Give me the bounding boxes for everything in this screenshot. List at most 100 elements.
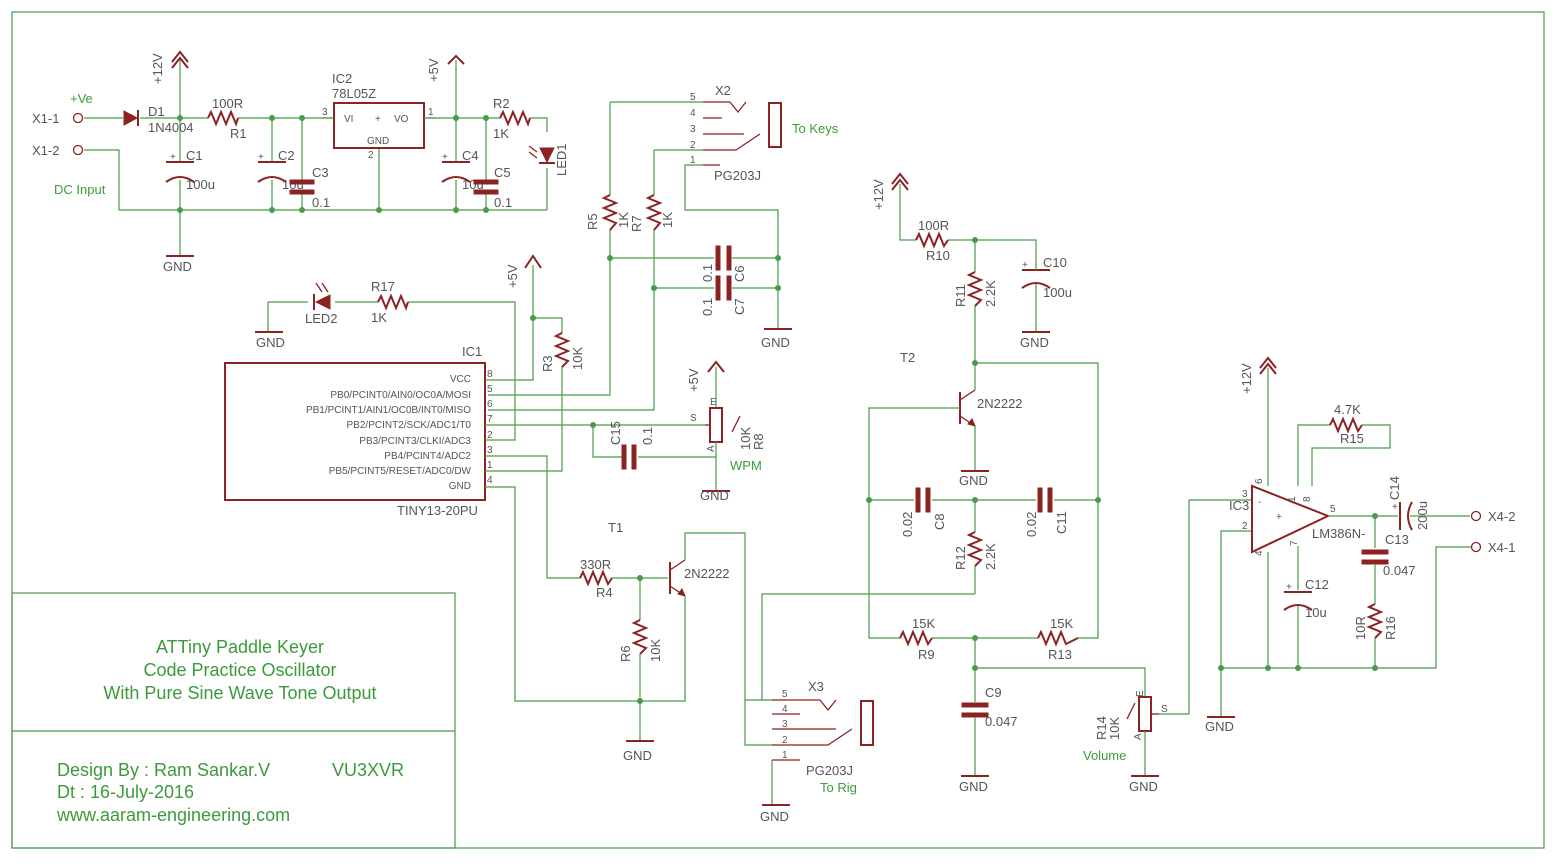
dc-input-label: DC Input xyxy=(54,182,106,197)
resistor-r2-icon xyxy=(499,109,531,127)
resistor-r15-icon xyxy=(1329,416,1363,434)
c5-label: C5 xyxy=(494,165,511,180)
c11-value: 0.02 xyxy=(1024,512,1039,537)
transistor-t1-icon xyxy=(669,559,686,597)
d1-value: 1N4004 xyxy=(148,120,194,135)
t1-label: T1 xyxy=(608,520,623,535)
c13-label: C13 xyxy=(1385,532,1409,547)
c5-value: 0.1 xyxy=(494,195,512,210)
resistor-r10-icon xyxy=(915,231,949,249)
gnd-label-11: GND xyxy=(1205,719,1234,734)
ic2-label: IC2 xyxy=(332,71,352,86)
c4-label: C4 xyxy=(462,148,479,163)
resistor-r13-icon xyxy=(1037,629,1079,647)
gnd-label-5: GND xyxy=(623,748,652,763)
plus12-arrow-3-icon xyxy=(1259,356,1277,369)
r10-value: 100R xyxy=(918,218,949,233)
x2-pin5: 5 xyxy=(690,92,696,103)
svg-text:+: + xyxy=(1392,502,1398,513)
resistor-r4-icon xyxy=(579,569,613,587)
gnd-label-6: GND xyxy=(760,809,789,824)
x4-2-terminal-icon xyxy=(1470,510,1482,522)
ic3-pin7: 7 xyxy=(1289,540,1300,546)
r10-label: R10 xyxy=(926,248,950,263)
ic2-vo: VO xyxy=(394,114,409,125)
ic1-pin-label-pb2: PB2/PCINT2/SCK/ADC1/T0 xyxy=(347,420,472,431)
capacitor-c5-icon xyxy=(473,179,499,195)
gnd-label-3: GND xyxy=(256,335,285,350)
r5-label: R5 xyxy=(585,213,600,230)
capacitor-c12-icon: + xyxy=(1283,582,1313,611)
r14-pin-s: S xyxy=(1161,704,1168,715)
title-line-2: Code Practice Oscillator xyxy=(143,660,336,680)
resistor-r11-icon xyxy=(966,271,984,307)
plus12-arrow-2-icon xyxy=(891,172,909,185)
r11-label: R11 xyxy=(953,284,968,307)
ic2-vi: VI xyxy=(344,114,353,125)
capacitor-c7-icon xyxy=(715,275,732,301)
r6-label: R6 xyxy=(618,645,633,662)
frame xyxy=(11,11,1545,849)
r9-value: 15K xyxy=(912,616,935,631)
ic1-pin-label-pb5: PB5/PCINT5/RESET/ADC0/DW xyxy=(329,466,472,477)
ic2-gnd: GND xyxy=(367,136,389,147)
x3-pin1: 1 xyxy=(782,750,788,761)
x3-pin2: 2 xyxy=(782,735,788,746)
capacitor-c3-icon xyxy=(289,179,315,195)
plus5-arrow-3-icon xyxy=(707,360,725,373)
ic1-pin-num-1: 1 xyxy=(487,460,493,471)
c14-label: C14 xyxy=(1387,476,1402,500)
x1-2-terminal-icon xyxy=(72,144,84,156)
r8-label: R8 xyxy=(751,433,766,450)
r16-value: 10R xyxy=(1353,616,1368,640)
ic2-pin2: 2 xyxy=(368,150,374,161)
plus5-label-2: +5V xyxy=(505,264,520,288)
ic1-pin-num-8: 8 xyxy=(487,369,493,380)
ic3-pin6: 6 xyxy=(1254,478,1265,484)
x2-model: PG203J xyxy=(714,168,761,183)
oscillator-section: +12V 100R R10 + C10 100u GND R11 2.2K T2 xyxy=(866,172,1146,794)
r11-value: 2.2K xyxy=(983,280,998,307)
capacitor-c14-icon: + xyxy=(1392,501,1413,531)
ic3-value: LM386N- xyxy=(1312,526,1365,541)
r4-value: 330R xyxy=(580,557,611,572)
r14-value: 10K xyxy=(1107,717,1122,740)
r5-value: 1K xyxy=(616,212,631,228)
r15-label: R15 xyxy=(1340,431,1364,446)
c9-value: 0.047 xyxy=(985,714,1018,729)
capacitor-c13-icon xyxy=(1361,549,1389,565)
regulator-ic2-icon xyxy=(322,102,436,149)
c12-value: 10u xyxy=(1305,605,1327,620)
r8-pin-e: E xyxy=(710,397,717,408)
ic1-pin-label-pb3: PB3/PCINT3/CLKI/ADC3 xyxy=(359,436,471,447)
x4-2-label: X4-2 xyxy=(1488,509,1515,524)
c15-label: C15 xyxy=(608,421,623,445)
keying-transistor-section: T1 330R R4 R6 10K GND 2N2222 xyxy=(579,520,975,824)
resistor-r6-icon xyxy=(631,619,649,655)
website: www.aaram-engineering.com xyxy=(56,805,290,825)
ic3-pin1: 1 xyxy=(1287,496,1298,502)
c11-label: C11 xyxy=(1054,511,1069,534)
c6-value: 0.1 xyxy=(700,264,715,282)
x4-1-label: X4-1 xyxy=(1488,540,1515,555)
t1-value: 2N2222 xyxy=(684,566,730,581)
gnd-label-1: GND xyxy=(163,259,192,274)
r13-value: 15K xyxy=(1050,616,1073,631)
gnd-label-9: GND xyxy=(959,779,988,794)
ic1-pin-label-vcc: VCC xyxy=(450,374,471,385)
t2-value: 2N2222 xyxy=(977,396,1023,411)
ic1-pin-label-gnd: GND xyxy=(449,481,471,492)
gnd-label-4: GND xyxy=(700,488,729,503)
ic3-plus: + xyxy=(1276,512,1282,523)
c10-label: C10 xyxy=(1043,255,1067,270)
led2-label: LED2 xyxy=(305,311,338,326)
plus5-arrow-2-icon xyxy=(524,254,542,269)
r8-pin-a: A xyxy=(706,445,717,452)
x3-pin4: 4 xyxy=(782,704,788,715)
jack-x2-icon xyxy=(703,101,782,166)
x2-pin1: 1 xyxy=(690,155,696,166)
c1-label: C1 xyxy=(186,148,203,163)
plus12-label-1: +12V xyxy=(150,53,165,84)
ic1-pin-label-pb1: PB1/PCINT1/AIN1/OC0B/INT0/MISO xyxy=(306,405,471,416)
power-supply-section: X1-1 X1-2 +Ve DC Input D1 1N4004 100R R1… xyxy=(32,50,569,274)
